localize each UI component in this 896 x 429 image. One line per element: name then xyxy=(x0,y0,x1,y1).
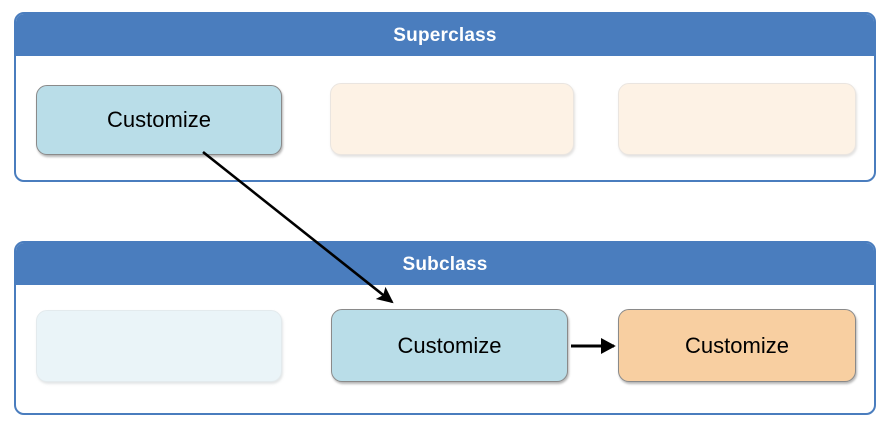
subclass-body: Customize Customize xyxy=(16,285,874,413)
superclass-panel: Superclass Customize xyxy=(14,12,876,182)
superclass-customize-label: Customize xyxy=(107,107,211,132)
superclass-customize-box[interactable]: Customize xyxy=(36,85,282,155)
subclass-placeholder-box-1[interactable] xyxy=(36,310,282,382)
superclass-placeholder-box-2[interactable] xyxy=(330,83,574,155)
superclass-header: Superclass xyxy=(16,14,874,56)
subclass-customize-box-override[interactable]: Customize xyxy=(618,309,856,382)
subclass-header: Subclass xyxy=(16,243,874,285)
subclass-customize-label-override: Customize xyxy=(685,332,789,358)
subclass-panel: Subclass Customize Customize xyxy=(14,241,876,415)
subclass-customize-label-inherited: Customize xyxy=(397,332,502,358)
subclass-title: Subclass xyxy=(402,253,488,275)
superclass-body: Customize xyxy=(16,56,874,180)
subclass-customize-box-inherited[interactable]: Customize xyxy=(331,309,568,382)
superclass-title: Superclass xyxy=(393,24,497,46)
superclass-placeholder-box-3[interactable] xyxy=(618,83,856,155)
